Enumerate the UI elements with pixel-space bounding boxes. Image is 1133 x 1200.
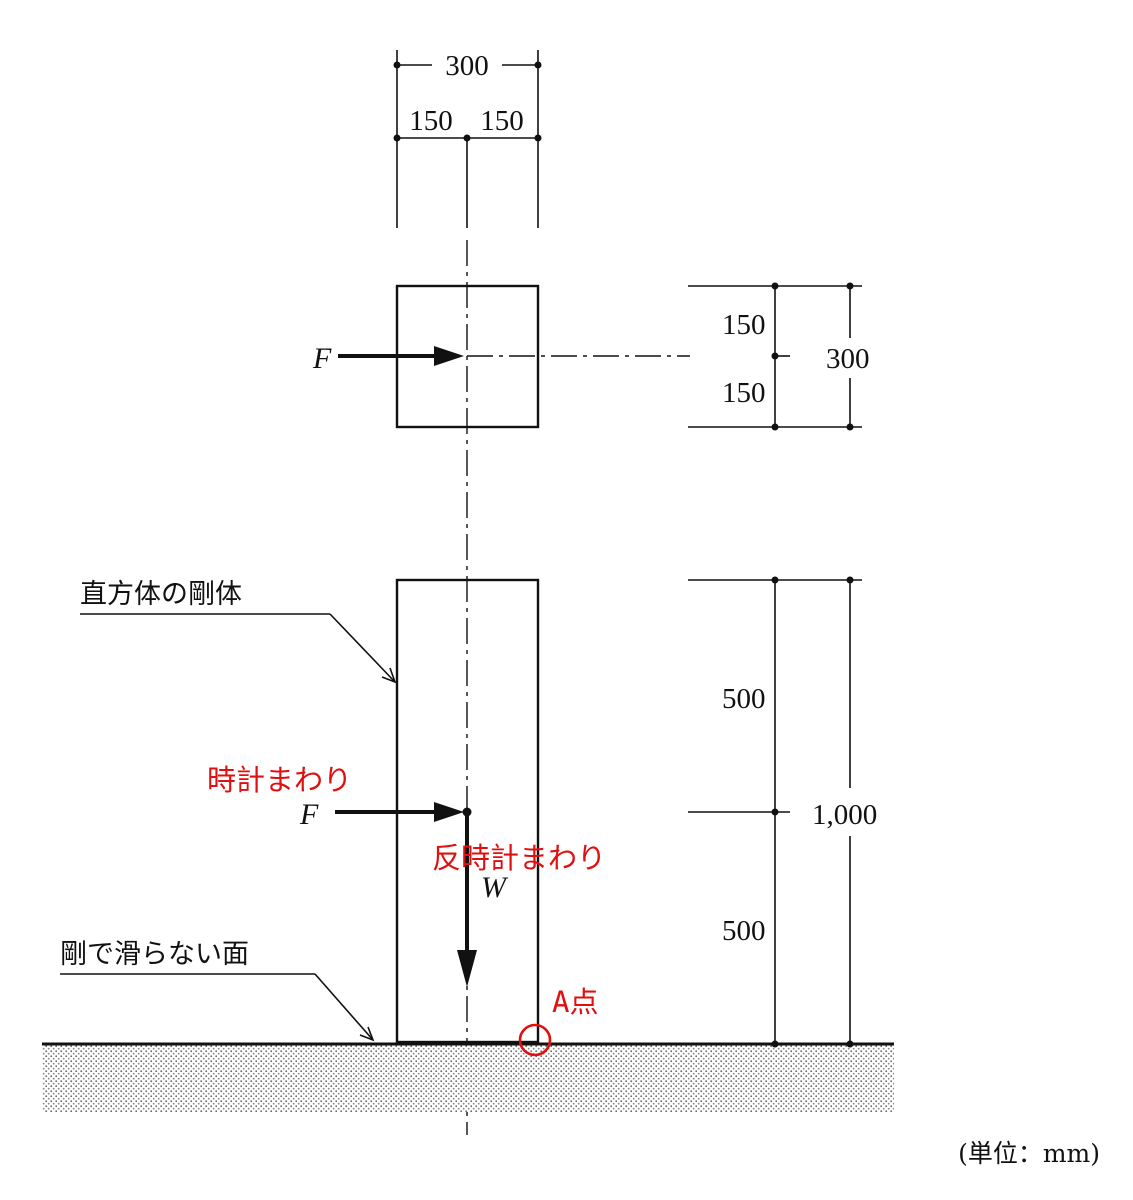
- height-lower-label: 500: [722, 915, 766, 947]
- point-a-label: A点: [552, 985, 598, 1019]
- dimension-dot: [463, 134, 471, 142]
- unit-note: (単位：mm): [958, 1139, 1100, 1168]
- plan-force-label: F: [312, 342, 332, 375]
- rigid-body-label: 直方体の剛体: [80, 579, 242, 610]
- height-dimension-group: 500 500 1,000: [688, 576, 877, 1048]
- width-dimension-group: 300 150 150: [393, 50, 542, 228]
- height-total-label: 1,000: [812, 799, 877, 831]
- weight-arrow-head: [457, 950, 477, 987]
- dimension-dot: [771, 1040, 779, 1048]
- dimension-dot: [846, 1040, 854, 1048]
- dimension-dot: [393, 134, 401, 142]
- dimension-dot: [771, 282, 779, 290]
- ground-leader-line: [314, 973, 374, 1041]
- height-upper-label: 500: [722, 683, 766, 715]
- elevation-view: F W 直方体の剛体 剛で滑らない面: [60, 578, 540, 1044]
- dimension-dot: [534, 134, 542, 142]
- width-half-right-label: 150: [480, 105, 524, 137]
- counterclockwise-label: 反時計まわり: [432, 841, 606, 875]
- red-annotations: 時計まわり 反時計まわり A点: [207, 763, 606, 1057]
- depth-half-bottom-label: 150: [722, 377, 766, 409]
- depth-half-top-label: 150: [722, 309, 766, 341]
- depth-dimension-group: 150 150 300: [688, 282, 870, 431]
- ground-hatch: [42, 1044, 894, 1112]
- dimension-dot: [534, 61, 542, 69]
- ground-surface-label: 剛で滑らない面: [60, 939, 249, 970]
- width-total-label: 300: [445, 50, 489, 82]
- dimension-dot: [393, 61, 401, 69]
- elevation-force-label: F: [299, 798, 319, 831]
- plan-force-arrow-head: [434, 346, 464, 366]
- clockwise-label: 時計まわり: [207, 763, 352, 797]
- width-half-left-label: 150: [409, 105, 453, 137]
- body-leader-line: [329, 613, 396, 683]
- dimension-dot: [771, 352, 779, 360]
- elevation-force-arrow-head: [434, 802, 464, 822]
- dimension-dot: [771, 808, 779, 816]
- ground-leader-arrow: [359, 1026, 375, 1042]
- weight-label: W: [481, 871, 509, 904]
- dimension-dot: [846, 576, 854, 584]
- dimension-dot: [846, 423, 854, 431]
- dimension-dot: [846, 282, 854, 290]
- body-leader-arrow: [381, 667, 397, 684]
- plan-view: F: [312, 284, 690, 429]
- dimension-dot: [771, 576, 779, 584]
- depth-total-label: 300: [826, 343, 870, 375]
- dimension-dot: [771, 423, 779, 431]
- point-a-marker-circle: [518, 1023, 552, 1057]
